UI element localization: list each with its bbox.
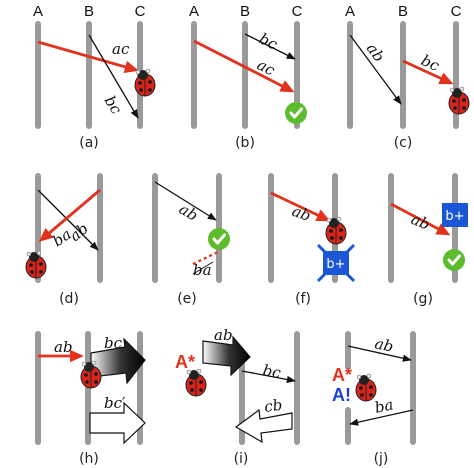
label-cb: cb xyxy=(263,396,283,416)
panel-d: ba ab (d) xyxy=(25,173,103,307)
ladybug-icon xyxy=(134,68,156,97)
hollow-block-arrow-icon xyxy=(234,408,293,444)
panel-f: ab b+ (f) xyxy=(268,173,356,307)
status-tag-a-bang: A! xyxy=(332,385,351,405)
message-arrow-ab xyxy=(37,189,99,251)
message-arrow-ab xyxy=(347,345,412,362)
lane-label-a: A xyxy=(189,3,199,20)
panel-c: A B C ab bc (c) xyxy=(345,3,470,151)
label-ba: ba xyxy=(373,395,395,416)
message-arrow-ab xyxy=(349,34,402,105)
message-arrow-bc xyxy=(88,34,139,119)
panel-a: A B C ac bc (a) xyxy=(33,3,156,151)
ladybug-icon xyxy=(355,373,377,402)
message-arrow-ab xyxy=(154,181,217,221)
crossed-badge-icon: b+ xyxy=(316,243,356,283)
block-arrow-icon xyxy=(202,335,251,377)
ladybug-icon xyxy=(448,86,470,115)
label-bc: bc xyxy=(418,51,442,75)
caption-e: (e) xyxy=(177,291,197,307)
lane-label-b: B xyxy=(240,3,250,20)
label-ab: ab xyxy=(373,334,395,355)
message-arrow-ac xyxy=(193,39,295,93)
panel-i: ab A* bc cb (i) xyxy=(175,326,300,467)
label-ac: ac xyxy=(254,56,278,80)
caption-h: (h) xyxy=(79,451,99,467)
lane-label-a: A xyxy=(33,3,43,20)
strike-line xyxy=(192,261,214,275)
message-arrow-bc xyxy=(402,59,454,85)
label-ab: ab xyxy=(54,338,73,356)
lane-label-b: B xyxy=(398,3,408,20)
message-arrow-ba xyxy=(38,188,101,242)
label-ac: ac xyxy=(112,40,130,58)
badge-label: b+ xyxy=(445,209,464,224)
lane-label-b: B xyxy=(84,3,94,20)
message-arrow-ab xyxy=(390,202,451,236)
caption-b: (b) xyxy=(235,135,255,151)
status-tag-a-star: A* xyxy=(175,352,195,372)
label-ab: ab xyxy=(363,40,388,66)
caption-i: (i) xyxy=(234,451,249,467)
label-ba-crossed: ba xyxy=(193,261,212,279)
message-arrow-ac xyxy=(37,40,139,73)
message-arrow-ab xyxy=(270,191,331,222)
label-ab: ab xyxy=(214,326,233,344)
caption-g: (g) xyxy=(413,291,433,307)
ladybug-icon xyxy=(325,216,347,245)
lane-label-a: A xyxy=(345,3,355,20)
message-arrow-ba xyxy=(349,409,414,426)
lane-label-c: C xyxy=(451,3,462,20)
message-arrow-bc xyxy=(241,370,296,384)
check-circle-icon xyxy=(206,226,232,252)
label-bc-prime: bc′ xyxy=(104,394,126,412)
label-bc: bc xyxy=(261,361,282,382)
caption-f: (f) xyxy=(295,291,311,307)
label-ab: ab xyxy=(290,202,314,225)
panel-h: ab bc bc′ (h) xyxy=(35,331,146,467)
dropped-message-ba xyxy=(192,251,219,265)
status-tag-a-star: A* xyxy=(332,365,352,385)
panel-b: A B C bc ac (b) xyxy=(189,3,309,151)
label-bc: bc xyxy=(104,334,123,352)
badge-icon: b+ xyxy=(442,203,468,227)
lane-label-c: C xyxy=(292,3,303,20)
caption-c: (c) xyxy=(394,135,413,151)
caption-d: (d) xyxy=(59,291,79,307)
panel-j: ab A* A! ba (j) xyxy=(332,331,416,467)
message-arrow-bc xyxy=(244,33,296,60)
label-ab: ab xyxy=(409,210,433,234)
ladybug-icon xyxy=(185,368,207,397)
lane-label-c: C xyxy=(135,3,146,20)
badge-label: b+ xyxy=(326,257,345,272)
label-ab: ab xyxy=(176,200,201,225)
caption-j: (j) xyxy=(374,451,389,467)
label-bc: bc xyxy=(101,93,126,118)
ladybug-icon xyxy=(25,250,47,279)
panel-e: ab ba (e) xyxy=(152,173,232,307)
check-circle-icon xyxy=(283,100,309,126)
hollow-block-arrow-icon xyxy=(89,401,146,445)
panel-g: ab b+ (g) xyxy=(388,173,468,307)
check-circle-icon xyxy=(441,247,467,273)
caption-a: (a) xyxy=(79,135,99,151)
